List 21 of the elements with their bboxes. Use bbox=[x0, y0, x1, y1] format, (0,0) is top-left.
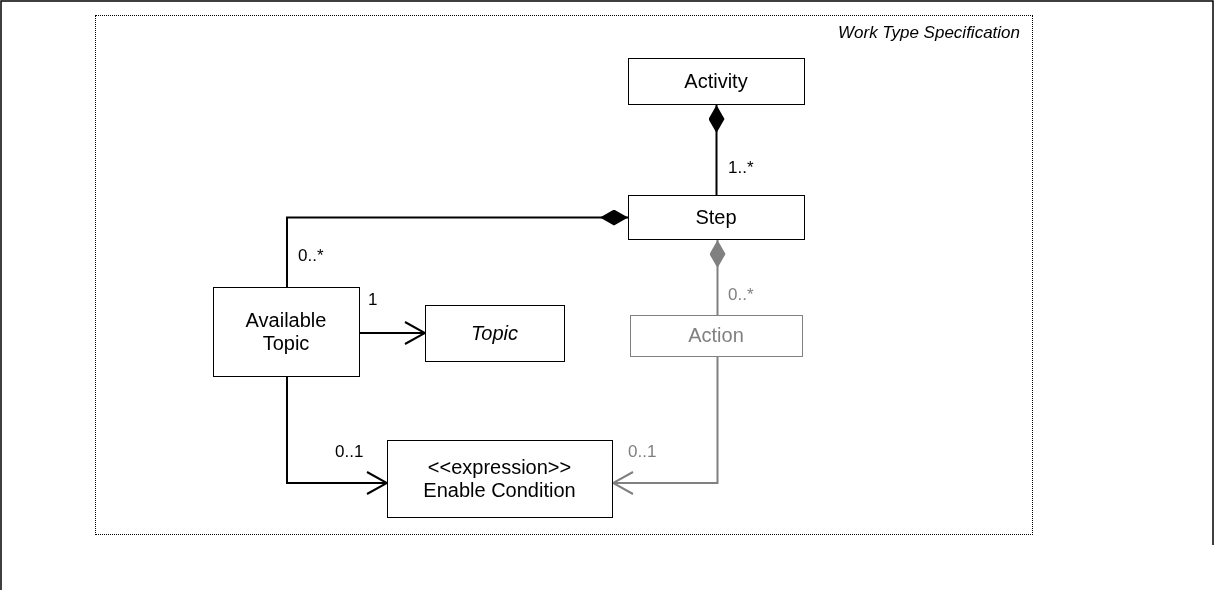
class-name: Step bbox=[695, 205, 737, 229]
class-box bbox=[424, 304, 565, 362]
class-name: Action bbox=[688, 324, 744, 347]
composition-line bbox=[709, 239, 726, 316]
association-arrow bbox=[286, 376, 388, 495]
class-name: Enable Condition bbox=[423, 478, 576, 502]
association-arrow bbox=[612, 356, 719, 495]
class-box bbox=[212, 286, 360, 377]
class-name: Topic bbox=[470, 321, 519, 345]
association-arrow bbox=[359, 321, 426, 345]
stereotype-label: <<expression>> bbox=[427, 455, 572, 479]
composition-line bbox=[286, 209, 629, 288]
class-box bbox=[386, 439, 613, 518]
class-name: Activity bbox=[684, 69, 748, 93]
package-title: Work Type Specification bbox=[837, 23, 1020, 43]
composition-line bbox=[708, 104, 725, 196]
package-frame bbox=[95, 15, 1033, 535]
class-name: Available Topic bbox=[244, 308, 328, 355]
class-box bbox=[629, 314, 803, 357]
class-box bbox=[627, 194, 805, 240]
class-box bbox=[627, 57, 805, 105]
